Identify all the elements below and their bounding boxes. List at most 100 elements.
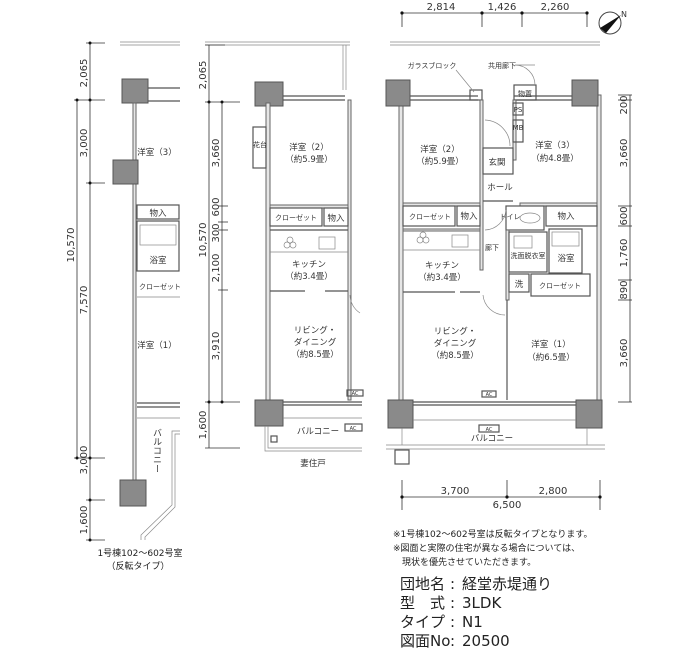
kitchen-size: （約3.4畳） (418, 272, 466, 283)
bedroom1-name: 洋室（1） (531, 339, 570, 350)
info-label: 型 式 (400, 594, 445, 612)
dim-label: 1,600 (79, 506, 90, 535)
entrance-label: 玄関 (488, 157, 505, 168)
info-value: 20500 (462, 632, 510, 650)
dim-label-total: 10,570 (198, 223, 209, 258)
common-corridor-label: 共用廊下 (488, 61, 516, 70)
dim-label: 2,814 (427, 2, 456, 13)
bath-label: 浴室 (557, 253, 575, 264)
dim-label: 600 (211, 197, 222, 216)
info-label: 団地名 (400, 575, 445, 593)
ac-outdoor-label: AC (486, 427, 493, 433)
kitchen-size: （約3.4畳） (285, 271, 333, 282)
info-value: 経堂赤堤通り (462, 575, 552, 593)
hall-label: ホール (487, 183, 513, 193)
bedroom3-name: 洋室（3） (535, 140, 574, 151)
bath-label: 浴室 (149, 255, 167, 266)
bedroom1-size: （約6.5畳） (527, 352, 575, 363)
dim-label: 300 (211, 223, 222, 242)
flower-stand-label: 花台 (253, 140, 267, 149)
dim-label: 2,260 (541, 2, 570, 13)
info-value: N1 (462, 613, 483, 631)
dim-label: 3,000 (79, 446, 90, 475)
north-compass-icon: N (598, 10, 627, 35)
living-size: （約8.5畳） (431, 350, 479, 361)
dim-label: 3,660 (619, 339, 630, 368)
info-colon: : (450, 575, 455, 593)
corridor-label: 廊下 (485, 243, 499, 252)
living-name1: リビング・ (434, 326, 477, 337)
info-label: タイプ (400, 613, 445, 631)
caption-line1: 1号棟102～602号室 (97, 547, 182, 559)
ac-outdoor-label: AC (350, 426, 357, 432)
bedroom2-name: 洋室（2） (420, 144, 459, 155)
info-colon: : (450, 594, 455, 612)
dim-label: 2,100 (211, 254, 222, 283)
dim-label: 200 (619, 95, 630, 114)
bedroom2-size: （約5.9畳） (416, 156, 464, 167)
dim-label: 2,065 (198, 61, 209, 90)
living-name1: リビング・ (294, 325, 337, 336)
balcony-label: バルコニー (151, 428, 162, 473)
dim-label: 890 (619, 280, 630, 299)
bedroom3-label: 洋室（3） (137, 147, 176, 158)
storage-label: 物入 (149, 208, 167, 219)
balcony-label: バルコニー (471, 434, 513, 444)
dim-label: 3,660 (211, 139, 222, 168)
living-name2: ダイニング (294, 337, 337, 348)
svg-text:N: N (621, 10, 627, 19)
closet-label: クローゼット (139, 282, 181, 291)
mb-label: MB (513, 124, 524, 132)
info-label: 図面No (400, 632, 450, 650)
dim-label: 3,660 (619, 139, 630, 168)
dim-label: 1,426 (488, 2, 517, 13)
dim-label: 1,760 (619, 239, 630, 268)
laundry-label: 洗 (515, 279, 524, 290)
bedroom3-size: （約4.8畳） (531, 153, 579, 164)
bottom-dimension-line: 3,700 2,800 6,500 (400, 480, 602, 511)
caption-line2: （反転タイプ） (106, 561, 169, 572)
storage-label: 物入 (327, 213, 345, 224)
reversed-unit-plan: 洋室（3） 物入 浴室 クローゼット 洋室（1） バルコニー 1号棟102～60… (97, 41, 183, 572)
property-info: 団地名 : 経堂赤堤通り 型 式 : 3LDK タイプ : N1 図面No : … (400, 575, 552, 650)
washroom-label: 洗面脱衣室 (511, 251, 546, 260)
note-line: ※1号棟102～602号室は反転タイプとなります。 (393, 528, 592, 540)
balcony-label: バルコニー (297, 427, 339, 437)
drain-icon (394, 449, 410, 465)
kitchen-name: キッチン (425, 261, 459, 271)
bedroom2-size: （約5.9畳） (285, 154, 333, 165)
info-value: 3LDK (462, 594, 502, 612)
info-colon: : (450, 613, 455, 631)
dim-label: 2,800 (539, 486, 568, 497)
ac-label: AC (486, 392, 493, 398)
main-unit-plan: ガラスブロック 共用廊下 物置 PS MB 玄関 ホール 洋室（2） （約5.9… (385, 61, 605, 465)
living-size: （約8.5畳） (291, 349, 339, 360)
dim-label: 7,570 (79, 286, 90, 315)
storage-right-label: 物入 (557, 211, 575, 222)
dim-label: 3,700 (441, 486, 470, 497)
dim-label: 6,500 (493, 500, 522, 511)
storage-left-label: 物入 (460, 211, 478, 222)
living-name2: ダイニング (434, 338, 477, 349)
closet-left-label: クローゼット (409, 212, 451, 221)
storage-top-label: 物置 (518, 89, 532, 98)
right-dimension-line: 200 3,660 600 1,760 890 3,660 (618, 94, 632, 403)
end-unit-plan: 花台 洋室（2） （約5.9畳） クローゼット 物入 キッチン （約3.4畳） … (205, 41, 364, 469)
glass-block-label: ガラスブロック (408, 61, 457, 70)
dim-label: 3,000 (79, 129, 90, 158)
note-line: ※図面と実際の住宅が異なる場合については、 (393, 542, 580, 554)
dim-label: 600 (619, 206, 630, 225)
ac-label: AC (352, 391, 359, 397)
top-dimension-line: 2,814 1,426 2,260 (400, 2, 589, 27)
note-line: 現状を優先させていただきます。 (393, 556, 536, 568)
middle-dimension-line: 2,065 3,660 600 300 2,100 10,570 3,910 1… (198, 44, 240, 449)
bedroom2-name: 洋室（2） (289, 142, 328, 153)
ps-label: PS (514, 106, 523, 114)
info-colon: : (450, 632, 455, 650)
dim-label: 2,065 (79, 59, 90, 88)
bedroom1-label: 洋室（1） (137, 340, 176, 351)
dim-label: 1,600 (198, 411, 209, 440)
left-dimension-line: 2,065 3,000 10,570 7,570 3,000 1,600 (66, 41, 105, 542)
closet-right-label: クローゼット (539, 281, 581, 290)
